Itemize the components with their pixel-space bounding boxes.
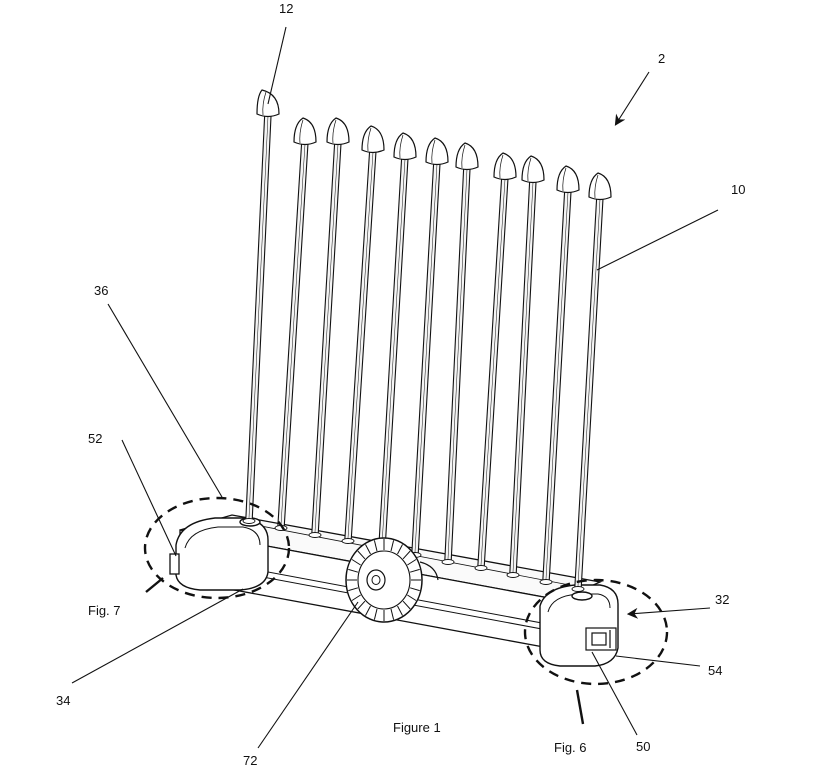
rod-tip xyxy=(588,172,612,201)
ref-label-rod-tip: 12 xyxy=(279,1,294,16)
wheel-tooth xyxy=(409,587,420,592)
wheel-tooth xyxy=(390,608,395,620)
rod-tip-crease xyxy=(262,91,267,116)
figure-caption: Figure 1 xyxy=(393,720,441,735)
wheel-tooth xyxy=(373,540,378,552)
rod-core xyxy=(512,181,534,573)
wheel-tooth xyxy=(390,540,395,552)
rod-socket xyxy=(571,586,585,592)
detail-tick-left xyxy=(145,577,164,593)
rod-tip-crease xyxy=(431,139,436,164)
ref-label-right-clip: 50 xyxy=(636,739,651,754)
wheel-tooth xyxy=(409,568,420,573)
wheel-tooth xyxy=(397,605,403,616)
rod-array xyxy=(242,89,612,592)
rod-tip-crease xyxy=(562,167,567,192)
rod-core xyxy=(447,168,468,560)
rod-core xyxy=(347,151,374,539)
detail-circle-left xyxy=(143,496,291,600)
rod-tip xyxy=(326,117,350,146)
rod-tip xyxy=(556,165,580,194)
rod-core xyxy=(248,115,269,519)
rod-socket xyxy=(242,518,256,524)
rod-tip xyxy=(393,132,417,161)
ref-label-wheel: 72 xyxy=(243,753,258,768)
ref-label-assembly: 2 xyxy=(658,51,666,66)
rod-core xyxy=(381,158,406,546)
rod-tip-crease xyxy=(299,119,304,144)
wheel-tooth xyxy=(365,544,371,555)
wheel-tooth xyxy=(351,559,361,566)
rod-tip xyxy=(293,117,317,146)
rod-tip-crease xyxy=(461,144,466,169)
wheel-tooth xyxy=(397,544,403,555)
rod-tip-crease xyxy=(399,134,404,159)
rod-tip-crease xyxy=(332,119,337,144)
detail-circle-right xyxy=(523,578,669,686)
wheel-tooth xyxy=(348,568,359,573)
wheel-tooth xyxy=(373,608,378,620)
rod-socket xyxy=(539,579,553,585)
ref-label-right-end: 32 xyxy=(715,592,730,607)
ref-label-rod: 10 xyxy=(731,182,746,197)
ref-label-left-cap: 36 xyxy=(94,283,109,298)
ref-label-left-end: 34 xyxy=(56,693,71,708)
ref-label-left-clip: 52 xyxy=(88,431,103,446)
rod-socket xyxy=(441,559,455,565)
rod-core xyxy=(577,198,601,587)
rod-tip-crease xyxy=(594,174,599,199)
right-clip xyxy=(585,627,617,651)
rod-socket xyxy=(341,538,355,544)
rod-tip-crease xyxy=(527,157,532,182)
wheel-tooth xyxy=(407,594,417,601)
rod-tip xyxy=(521,155,545,184)
rod-tip-crease xyxy=(367,127,372,152)
rod-core xyxy=(280,143,306,526)
detail-callout-left: Fig. 7 xyxy=(88,603,121,618)
rod-core xyxy=(480,178,506,566)
detail-tick-right xyxy=(575,689,585,725)
wheel xyxy=(345,537,439,623)
rod-tip-crease xyxy=(499,154,504,179)
wheel-tooth xyxy=(402,600,411,610)
rod-tip xyxy=(493,152,517,181)
ref-label-right-tab: 54 xyxy=(708,663,723,678)
wheel-tooth xyxy=(351,594,361,601)
rod-tip xyxy=(455,142,479,171)
wheel-tooth xyxy=(357,550,366,560)
rod-socket xyxy=(506,572,520,578)
rod-core xyxy=(414,163,438,553)
left-clip xyxy=(169,553,180,575)
rod-socket xyxy=(308,532,322,538)
right-end-cap xyxy=(539,584,619,667)
detail-callout-right: Fig. 6 xyxy=(554,740,587,755)
wheel-tooth xyxy=(348,587,359,592)
wheel-tooth xyxy=(402,550,411,560)
left-end-cap xyxy=(175,517,269,591)
wheel-tooth xyxy=(357,600,366,610)
rod-core xyxy=(314,143,339,533)
wheel-tooth xyxy=(407,559,417,566)
wheel-tooth xyxy=(365,605,371,616)
rod-socket xyxy=(474,565,488,571)
leader-lines xyxy=(71,26,719,749)
rod-tip xyxy=(361,125,385,154)
rod-tip xyxy=(425,137,449,166)
rod-core xyxy=(545,191,569,580)
